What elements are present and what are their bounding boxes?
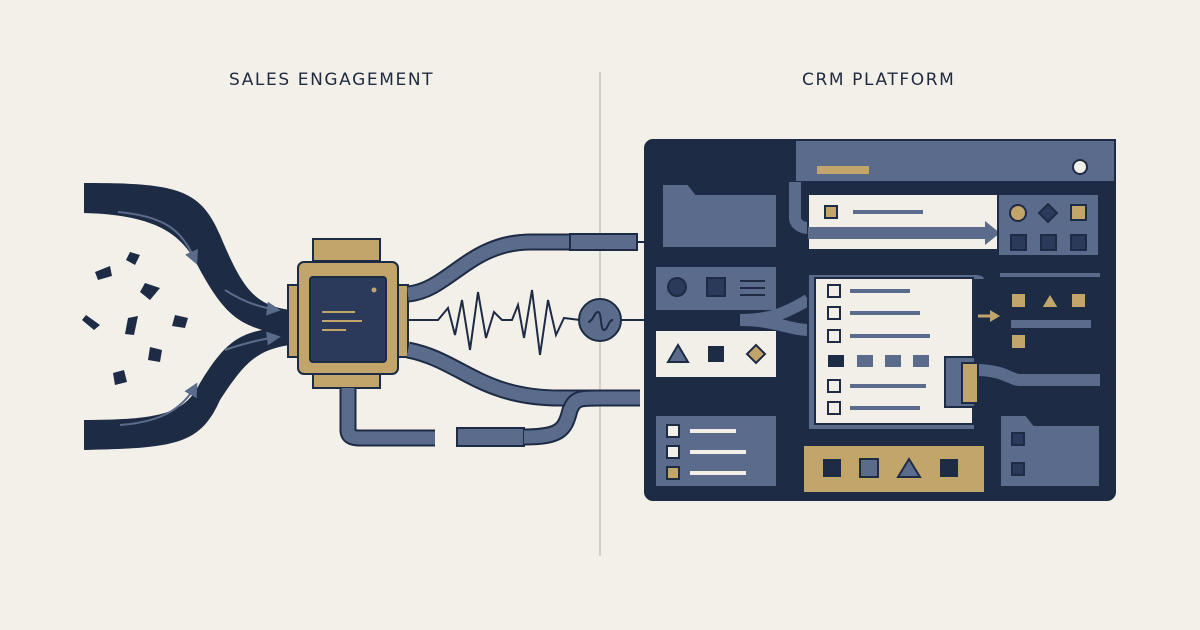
crm-dashboard-icon [644, 139, 1116, 501]
signal-node-icon [578, 298, 622, 342]
data-fragments [82, 252, 188, 385]
waveform-signal-icon [408, 289, 581, 356]
device-cables [339, 233, 655, 447]
crm-platform-heading: CRM PLATFORM [802, 70, 956, 90]
smartwatch-device-icon [287, 238, 409, 389]
sales-engagement-heading: SALES ENGAGEMENT [229, 70, 435, 90]
funnel-pipe-icon [84, 183, 290, 450]
